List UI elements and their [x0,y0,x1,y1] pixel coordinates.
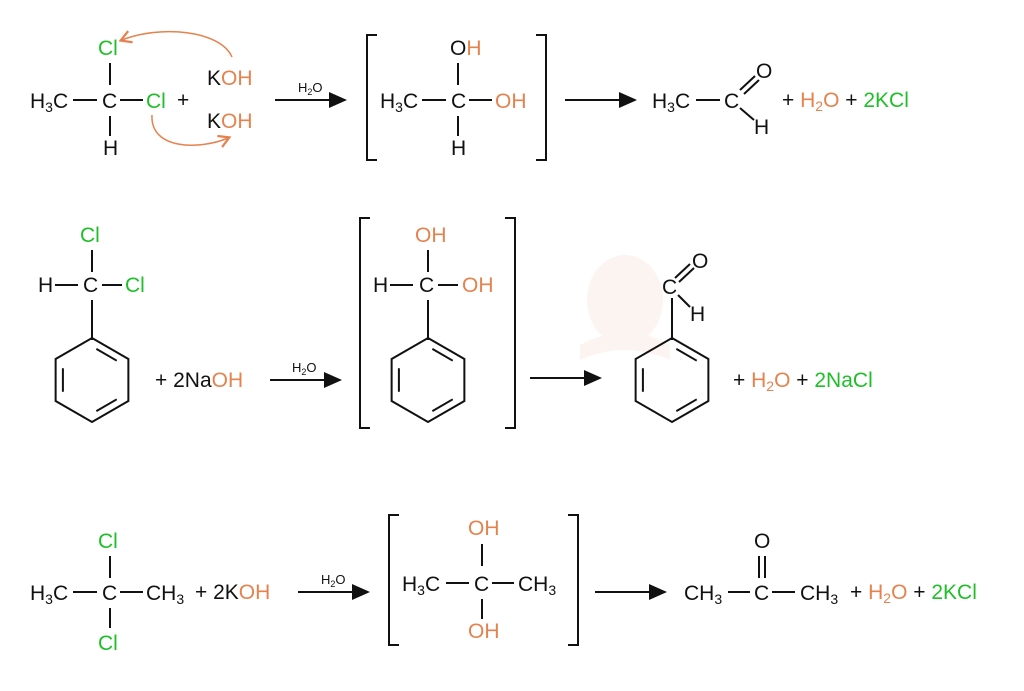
svg-text:H: H [373,274,388,297]
svg-text:H: H [690,303,705,326]
svg-text:Cl: Cl [80,224,100,247]
carbon-atom: C [102,90,117,113]
svg-text:OH: OH [468,517,500,540]
svg-text:CH3: CH3 [684,582,722,607]
svg-text:H3C: H3C [380,90,418,115]
hydroxyl-right: OH [495,90,527,113]
reactant-1-1-dichloroethane: H3C C Cl Cl H [30,37,166,160]
svg-text:C: C [451,90,466,113]
intermediate-diol: OH H C OH [359,217,516,429]
plus-sign: + [177,89,189,112]
product-acetaldehyde: H3C C O H [652,60,772,139]
chlorine-right: Cl [146,90,166,113]
reactant-benzal-chloride: Cl H C Cl [38,224,145,424]
svg-text:H2O: H2O [292,360,317,377]
byproducts: + H2O + 2KCl [782,89,909,114]
curly-arrow-bottom [151,114,232,148]
svg-text:H3C: H3C [30,582,68,607]
watermark-logo [580,255,670,360]
svg-text:C: C [724,90,739,113]
svg-text:OH: OH [462,274,494,297]
svg-text:C: C [419,274,434,297]
solvent-label: H2O [298,80,323,97]
svg-text:OH: OH [415,224,447,247]
svg-text:H3C: H3C [652,90,690,115]
svg-text:O: O [692,250,708,273]
naoh-reagent: + 2NaOH [155,369,243,392]
svg-text:H: H [451,137,466,160]
benzene-ring [54,336,130,424]
svg-text:C: C [754,582,769,605]
intermediate-gem-diol: OH H3C C CH3 OH [388,514,579,646]
svg-text:C: C [83,274,98,297]
reaction-1: H3C C Cl Cl H + KOH KOH H2O H3C C OH OH [30,30,909,161]
svg-text:Cl: Cl [125,274,145,297]
svg-text:Cl: Cl [98,632,118,655]
hydroxyl-top: OH [450,37,482,60]
benzene-ring [634,336,710,424]
product-benzaldehyde: C O H [634,250,710,424]
svg-text:CH3: CH3 [800,582,838,607]
product-acetone: O CH3 C CH3 [684,530,838,607]
reactant-2-2-dichloropropane: Cl H3C C CH3 Cl [30,530,184,655]
h3c-group: H3C [30,90,68,115]
koh-bottom: KOH [207,110,253,133]
svg-text:C: C [474,573,489,596]
svg-text:O: O [754,530,770,553]
svg-text:OH: OH [468,620,500,643]
svg-text:H: H [38,274,53,297]
byproducts: + H2O + 2KCl [850,581,977,606]
chlorine-top: Cl [98,37,118,60]
svg-text:C: C [662,276,677,299]
svg-text:H2O: H2O [321,572,346,589]
svg-text:Cl: Cl [98,530,118,553]
hydrogen-bottom: H [103,137,118,160]
intermediate-gem-diol: H3C C OH OH H [366,34,547,161]
svg-text:CH3: CH3 [146,582,184,607]
curly-arrow-top [118,30,233,58]
reaction-3: Cl H3C C CH3 Cl + 2KOH H2O OH H3C C CH3 … [30,514,977,655]
svg-text:O: O [756,60,772,83]
byproducts: + H2O + 2NaCl [733,369,873,394]
koh-top: KOH [207,67,253,90]
svg-text:C: C [102,582,117,605]
reaction-2: Cl H C Cl + 2NaOH H2O OH H C OH [38,217,873,429]
koh-reagent: + 2KOH [195,581,270,604]
svg-text:CH3: CH3 [518,573,556,598]
svg-text:H3C: H3C [402,573,440,598]
benzene-ring [390,336,466,424]
svg-text:H: H [754,116,769,139]
